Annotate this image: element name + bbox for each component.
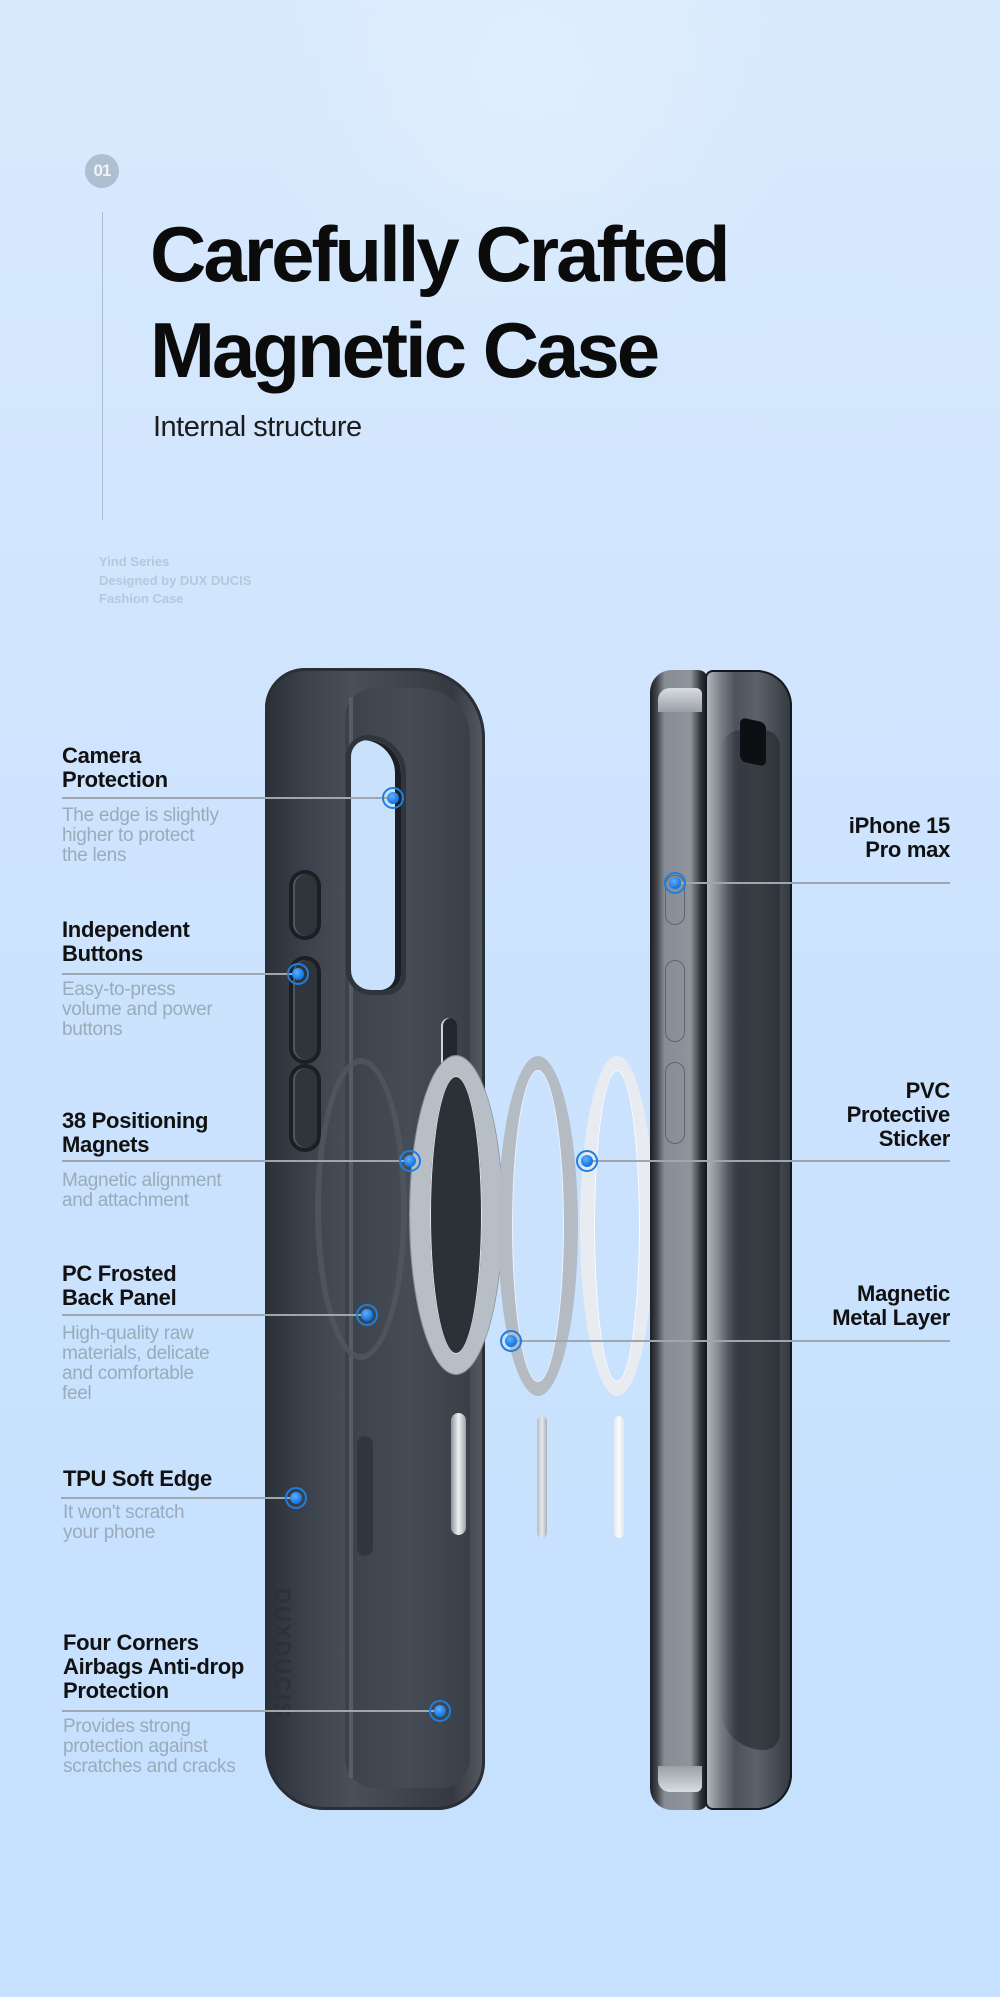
callout-line-pc-frosted-back-panel: [62, 1314, 367, 1316]
series-name: Yind Series: [99, 554, 170, 569]
phone-volume-down-button: [665, 1062, 685, 1144]
magnet-ring: [410, 1056, 502, 1374]
case-inner-slot: [357, 1436, 373, 1556]
page-title-line-1: Carefully Crafted: [150, 210, 730, 298]
metal-layer-bar: [537, 1416, 547, 1538]
callout-line-iphone-15-pro-max: [675, 882, 950, 884]
callout-line-tpu-soft-edge: [61, 1497, 296, 1499]
step-badge: 01: [85, 154, 119, 188]
marker-iphone-15-pro-max: [664, 872, 686, 894]
callout-line-four-corners-airbags: [62, 1710, 440, 1712]
callout-title: TPU Soft Edge: [63, 1466, 212, 1491]
phone-side-frame: [650, 670, 708, 1810]
case-magsafe-ring-imprint: [315, 1058, 407, 1360]
case-brand-logo: DUXDUCIS: [270, 1588, 295, 1719]
marker-independent-buttons: [287, 963, 309, 985]
marker-pvc-protective-sticker: [576, 1150, 598, 1172]
phone-top-edge: [658, 688, 702, 712]
phone-camera-bump: [740, 717, 766, 767]
marker-pc-frosted-back-panel: [356, 1304, 378, 1326]
callout-line-independent-buttons: [62, 973, 298, 975]
phone-volume-up-button: [665, 960, 685, 1042]
callout-line-positioning-magnets: [62, 1160, 410, 1162]
pvc-sticker-ring: [580, 1056, 654, 1396]
page-title: Carefully Crafted Magnetic Case: [150, 206, 730, 398]
header-divider-line: [102, 212, 103, 520]
phone-back-shading: [720, 730, 780, 1750]
case-action-button: [293, 874, 317, 936]
marker-tpu-soft-edge: [285, 1487, 307, 1509]
marker-camera-protection: [382, 787, 404, 809]
marker-magnetic-metal-layer: [500, 1330, 522, 1352]
iphone-illustration: [650, 670, 792, 1810]
callout-line-camera-protection: [62, 797, 393, 799]
callout-line-magnetic-metal-layer: [511, 1340, 950, 1342]
case-volume-down-button: [293, 1068, 317, 1148]
page-subtitle: Internal structure: [153, 411, 362, 443]
page-title-line-2: Magnetic Case: [150, 306, 660, 394]
step-number: 01: [93, 161, 112, 180]
magnet-bar: [451, 1413, 466, 1535]
series-info: Yind Series Designed by DUX DUCIS Fashio…: [99, 553, 251, 609]
marker-positioning-magnets: [399, 1150, 421, 1172]
pvc-sticker-bar: [614, 1416, 624, 1538]
phone-bottom-edge: [658, 1766, 702, 1792]
camera-cutout: [351, 740, 401, 990]
marker-four-corners-airbags: [429, 1700, 451, 1722]
series-type: Fashion Case: [99, 591, 184, 606]
series-designer: Designed by DUX DUCIS: [99, 572, 252, 588]
callout-line-pvc-protective-sticker: [587, 1160, 950, 1162]
